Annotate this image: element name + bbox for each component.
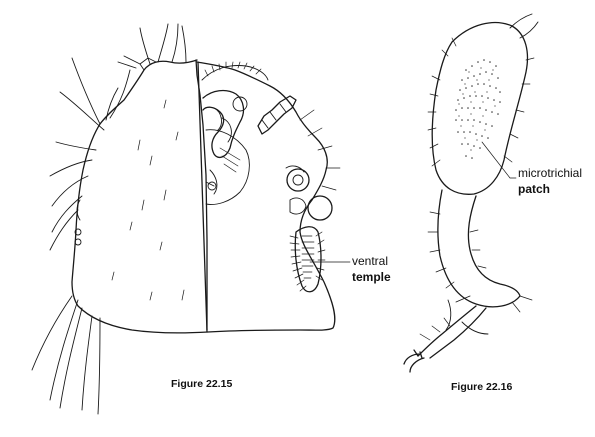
- ventral-temple-comb: [295, 227, 321, 292]
- antenna: [258, 96, 296, 134]
- eye-bulb-upper: [287, 169, 309, 191]
- figure-22-15-drawing: [32, 24, 340, 414]
- dorsal-arc: [202, 66, 268, 80]
- ventral-label: ventral: [352, 254, 388, 268]
- tarsal-claw: [404, 350, 424, 372]
- head-setae: [112, 100, 184, 300]
- figure-22-16-caption: Figure 22.16: [451, 381, 512, 393]
- temple-label: temple: [352, 270, 391, 284]
- patch-label: patch: [518, 182, 550, 196]
- tibia-outline: [438, 190, 520, 307]
- head-midline: [198, 62, 207, 332]
- microtrichial-label: microtrichial: [518, 166, 582, 180]
- tibia-setae: [428, 212, 486, 288]
- microtrichial-patch-stipple: [455, 59, 501, 159]
- eye-bulb-lower: [308, 196, 332, 220]
- mandible: [203, 91, 243, 158]
- antennal-notch: [140, 58, 156, 70]
- marginal-bristles: [50, 24, 186, 250]
- lower-bristles: [32, 296, 100, 414]
- figure-22-15-caption: Figure 22.15: [171, 378, 232, 390]
